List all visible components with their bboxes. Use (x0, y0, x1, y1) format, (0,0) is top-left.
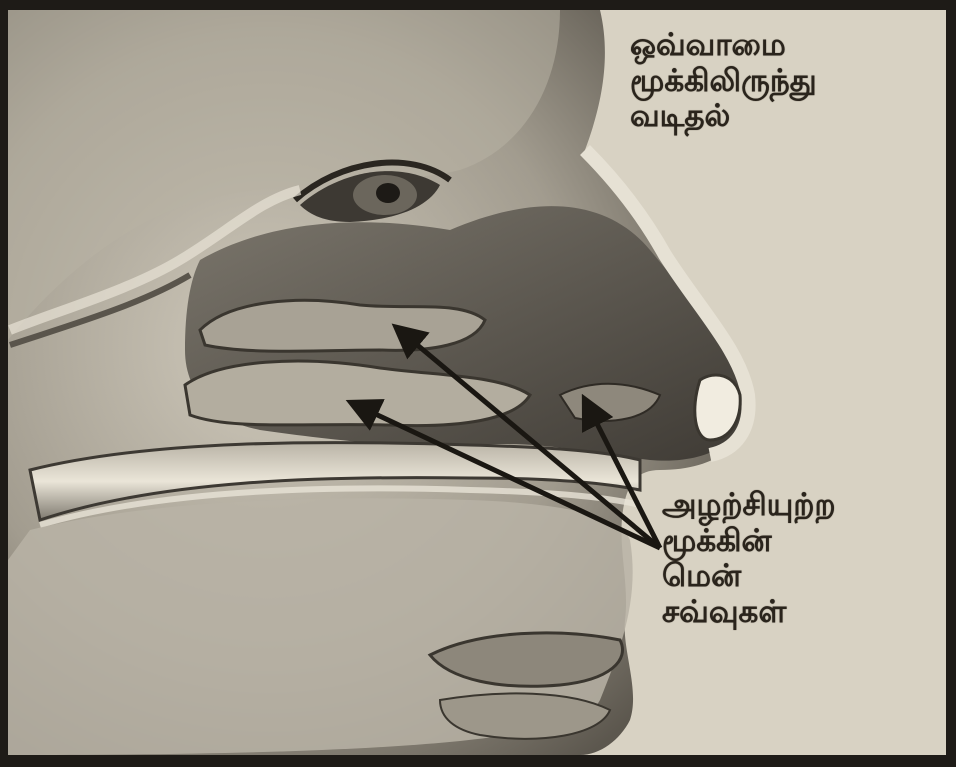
label-bottom-line-4: சவ்வுகள் (662, 595, 836, 631)
label-bottom-line-2: மூக்கின் (662, 524, 836, 560)
label-top-line-2: மூக்கிலிருந்து (630, 64, 817, 100)
label-bottom-line-1: அழற்சியுற்ற (662, 488, 836, 524)
label-top-line-3: வடிதல் (630, 99, 817, 135)
label-bottom-line-3: மென் (662, 559, 836, 595)
label-allergic-runny-nose: ஒவ்வாமை மூக்கிலிருந்து வடிதல் (630, 28, 817, 135)
label-top-line-1: ஒவ்வாமை (630, 28, 817, 64)
label-inflamed-nasal-membranes: அழற்சியுற்ற மூக்கின் மென் சவ்வுகள் (662, 488, 836, 631)
superior-turbinate (200, 300, 485, 351)
